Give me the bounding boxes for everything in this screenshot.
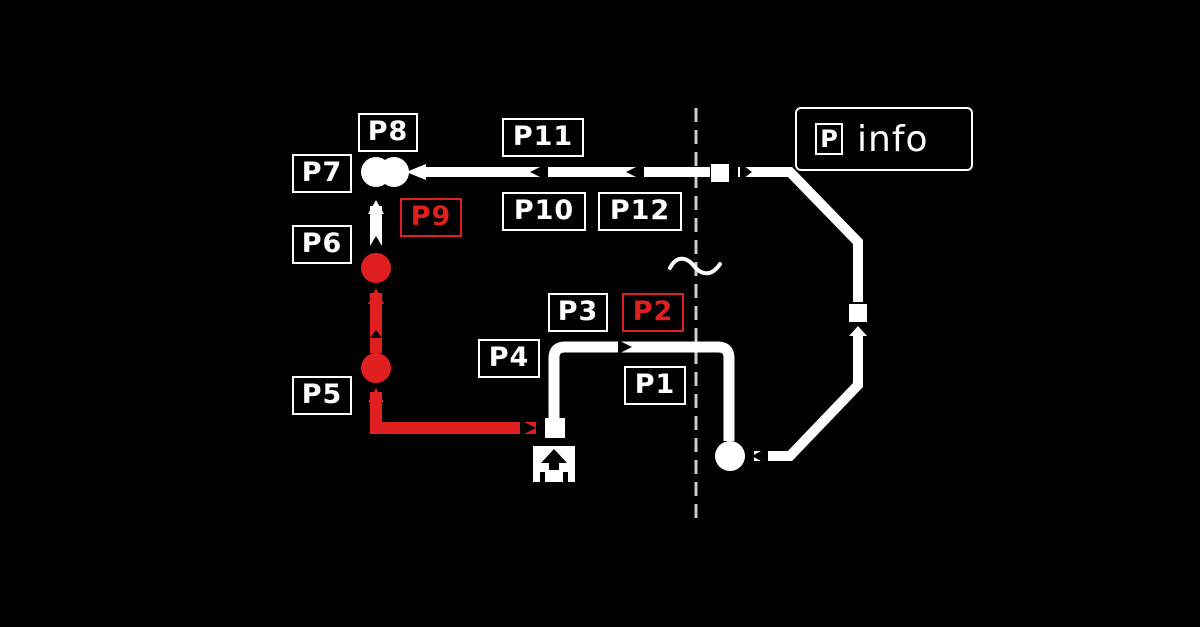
label-p2: P2	[622, 293, 684, 332]
label-p1: P1	[624, 366, 686, 405]
info-badge: P	[815, 123, 843, 155]
label-p12: P12	[598, 192, 682, 231]
active-path-chevron	[520, 420, 536, 436]
red-node-upper	[361, 253, 391, 283]
circle-node-bottom	[715, 441, 745, 471]
valve-node-top	[711, 164, 729, 182]
active-path-notch	[370, 330, 382, 338]
feed-pipe-arrow	[368, 200, 384, 214]
double-node-right	[379, 157, 409, 187]
red-node-lower	[361, 353, 391, 383]
right-loop-pipe	[738, 167, 863, 302]
label-p3: P3	[548, 293, 608, 332]
info-button[interactable]: P info	[795, 107, 973, 171]
pump-node	[545, 418, 565, 438]
active-path-arrow	[368, 388, 384, 402]
active-path-red	[370, 392, 536, 434]
pipe-arrow-head	[406, 164, 426, 180]
label-p6: P6	[292, 225, 352, 264]
right-loop-chevron-3	[849, 326, 867, 336]
label-p9: P9	[400, 198, 462, 237]
right-loop-chevron-2	[752, 447, 768, 465]
tilde-icon	[668, 256, 722, 276]
valve-node-right	[849, 304, 867, 322]
middle-u-pipe	[548, 341, 735, 441]
active-path-arrow-2	[368, 288, 384, 304]
top-pipe	[418, 167, 710, 177]
feed-pipe-notch	[370, 236, 382, 246]
pipe-arrow-chevron	[530, 163, 548, 181]
pipe-arrow-chevron	[626, 163, 644, 181]
label-p4: P4	[478, 339, 540, 378]
label-p8: P8	[358, 113, 418, 152]
middle-pipe-chevron	[618, 340, 632, 354]
right-loop-chevron	[740, 163, 752, 181]
label-p5: P5	[292, 376, 352, 415]
pump-icon	[533, 446, 575, 482]
right-loop-pipe-lower	[754, 332, 863, 461]
info-label: info	[857, 118, 929, 160]
feed-pipe-upper	[370, 206, 382, 246]
label-p10: P10	[502, 192, 586, 231]
label-p7: P7	[292, 154, 352, 193]
label-p11: P11	[502, 118, 584, 157]
